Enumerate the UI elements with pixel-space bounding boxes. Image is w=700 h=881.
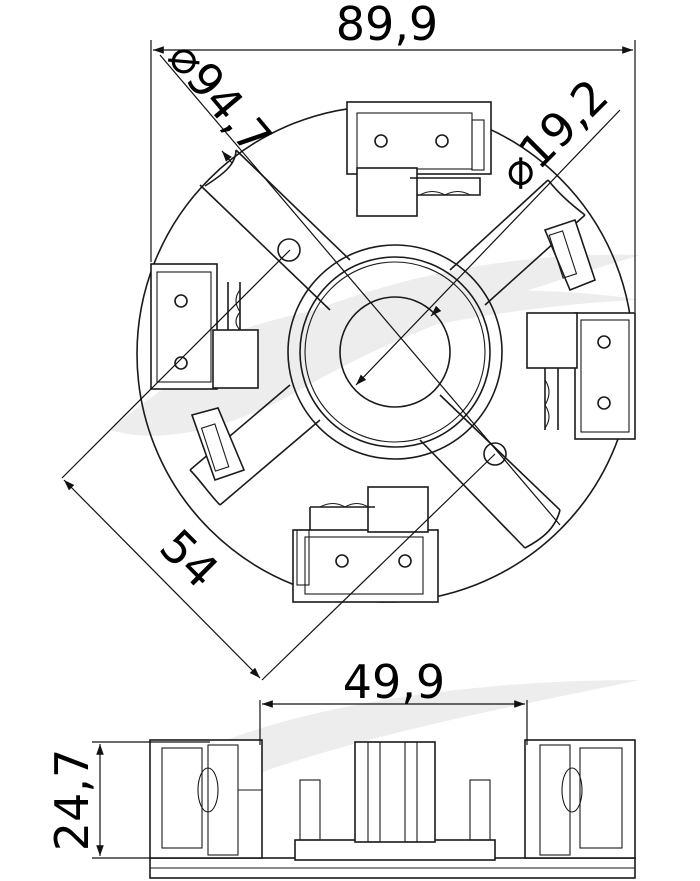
dim-base-width: 49,9 [259, 655, 528, 745]
side-view: 49,9 24,7 [45, 655, 636, 879]
bore-hole [339, 296, 451, 408]
bore-ring-outer [287, 244, 503, 460]
side-clip-lower-left [190, 407, 246, 482]
overall-width-label: 89,9 [336, 0, 438, 51]
bore-ring-inner [304, 261, 486, 443]
diagonal-span-label: 54 [150, 519, 230, 599]
side-holder-right [524, 739, 636, 859]
brush-holder-top [346, 101, 492, 217]
mount-hole-right [483, 442, 507, 466]
side-holder-left [149, 739, 263, 859]
bore-ring-middle [299, 256, 491, 448]
side-clip-upper-right [543, 218, 596, 292]
dim-height: 24,7 [45, 741, 210, 859]
side-holder-center [299, 741, 491, 843]
brush-holder-left [150, 263, 259, 390]
dim-overall-width: 89,9 [150, 0, 636, 312]
watermark-logo [110, 254, 640, 791]
outer-diameter-label: ⌀94,7 [158, 31, 283, 165]
mount-hole-left [277, 238, 301, 262]
height-label: 24,7 [45, 749, 99, 851]
base-width-label: 49,9 [343, 655, 445, 709]
plate-arms [189, 149, 586, 549]
brush-holder-right [526, 312, 636, 440]
brush-holder-bottom [292, 486, 439, 603]
